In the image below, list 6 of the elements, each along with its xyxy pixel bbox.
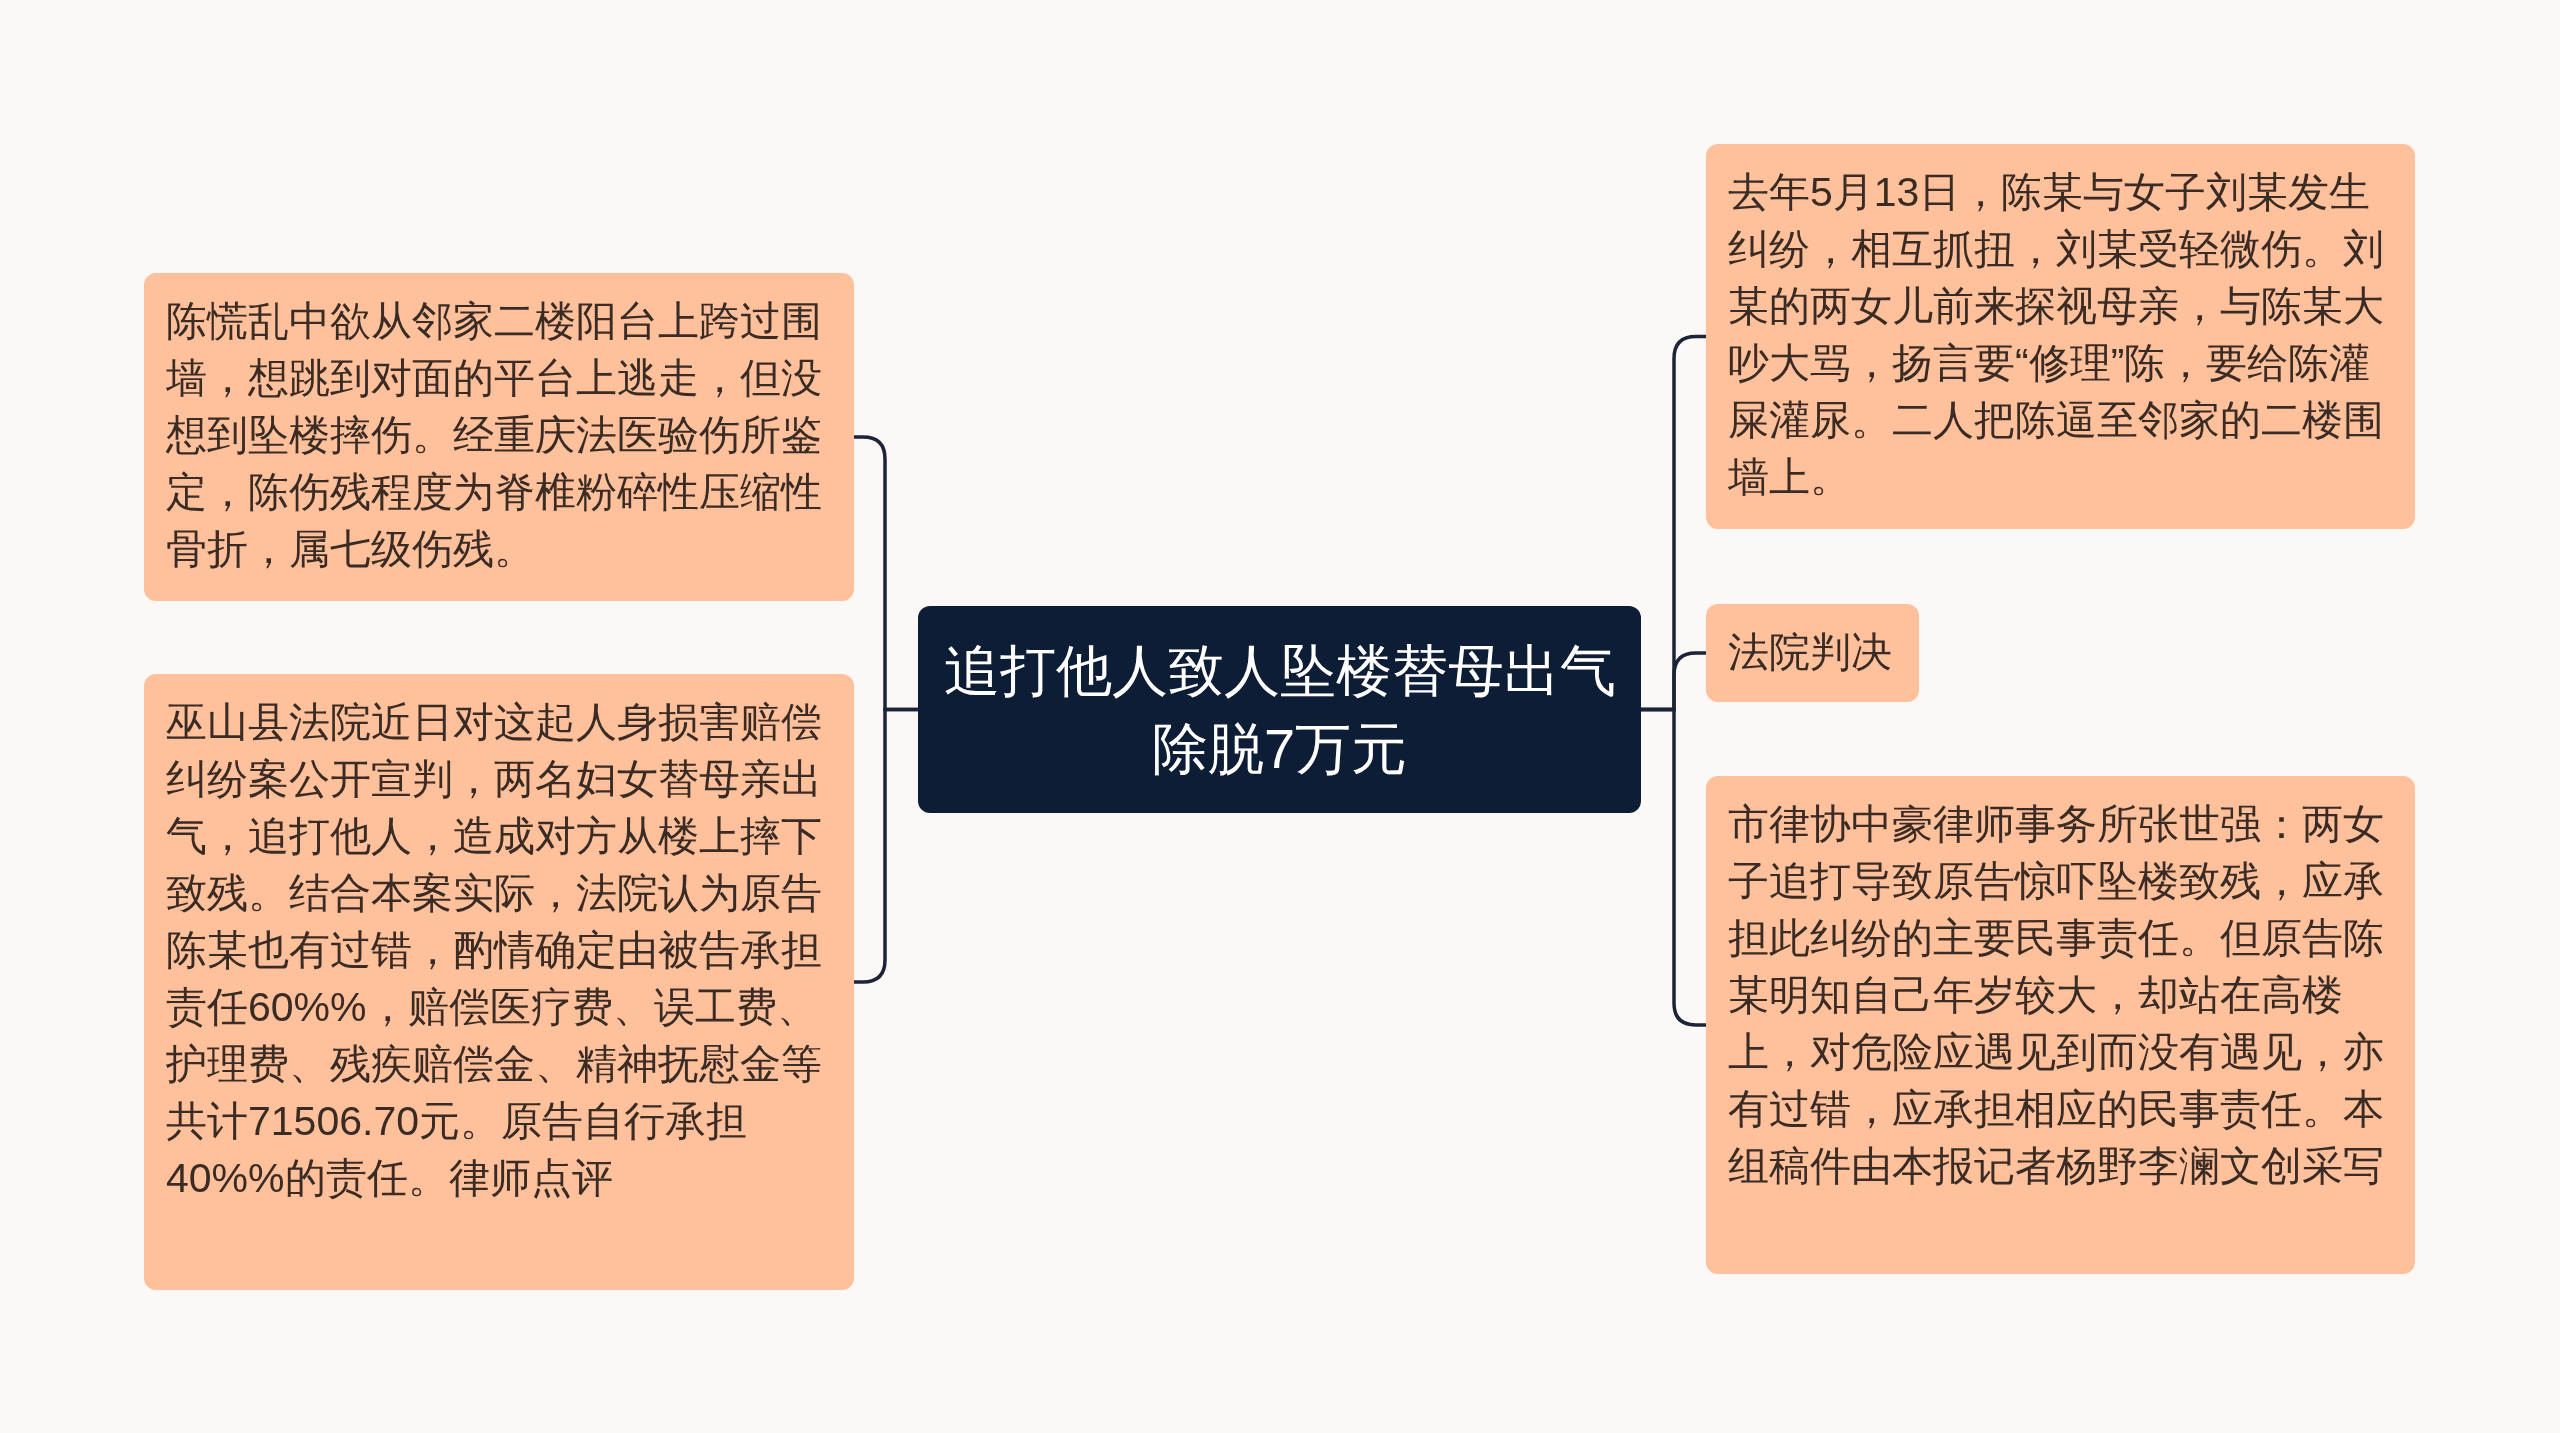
- topic-box: 巫山县法院近日对这起人身损害赔偿纠纷案公开宣判，两名妇女替母亲出气，追打他人，造成对方从楼上摔下致残。结合本案实际，法院认为原告陈某也有过错，酌情确定由被告承担责任60%%，赔偿医疗费、误工费、护理费、残疾赔偿金、精神抚慰金等共计71506.70元。原告自行承担40%%的责任。律师点评: [144, 674, 854, 1290]
- topic-box: 去年5月13日，陈某与女子刘某发生纠纷，相互抓扭，刘某受轻微伤。刘某的两女儿前来探视母亲，与陈某大吵大骂，扬言要“修理”陈，要给陈灌屎灌尿。二人把陈逼至邻家的二楼围墙上。: [1706, 144, 2415, 529]
- topic-box: 陈慌乱中欲从邻家二楼阳台上跨过围墙，想跳到对面的平台上逃走，但没想到坠楼摔伤。经重庆法医验伤所鉴定，陈伤残程度为脊椎粉碎性压缩性骨折，属七级伤残。: [144, 273, 854, 601]
- topic-box: 法院判决: [1706, 604, 1919, 702]
- central-topic-box: 追打他人致人坠楼替母出气除脱7万元: [918, 606, 1641, 813]
- topic-box: 市律协中豪律师事务所张世强：两女子追打导致原告惊吓坠楼致残，应承担此纠纷的主要民事责任。但原告陈某明知自己年岁较大，却站在高楼上，对危险应遇见到而没有遇见，亦有过错，应承担相应的民事责任。本组稿件由本报记者杨野李澜文创采写: [1706, 776, 2415, 1274]
